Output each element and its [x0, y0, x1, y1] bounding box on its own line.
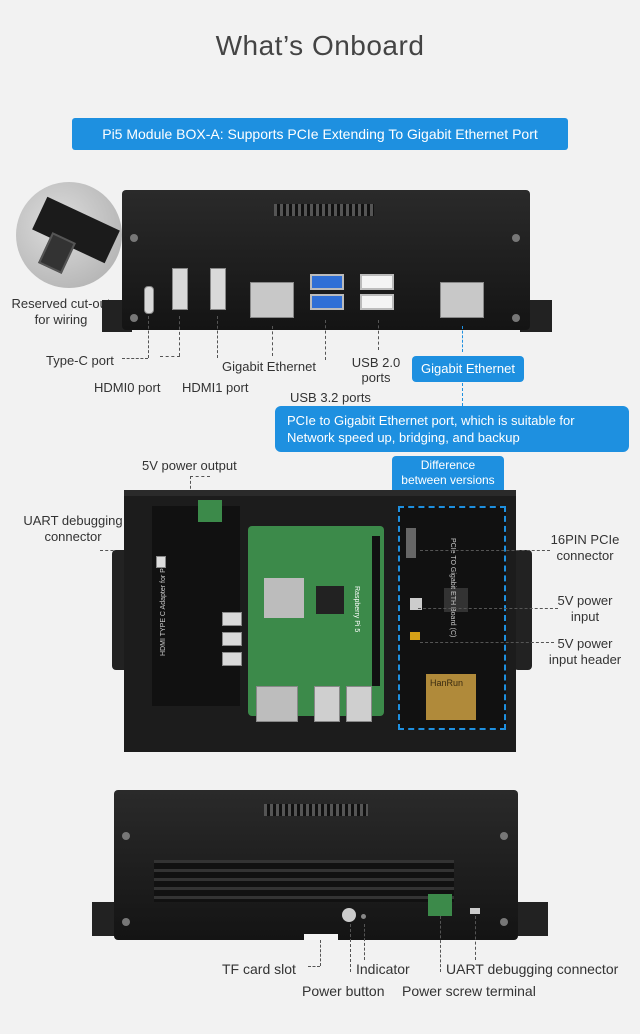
label-type-c: Type-C port: [46, 353, 114, 368]
leader-line: [325, 320, 326, 360]
leader-line: [378, 320, 379, 350]
usb32-port: [310, 294, 344, 310]
leader-line: [462, 326, 463, 352]
screw: [500, 832, 508, 840]
label-tf-card-slot: TF card slot: [222, 961, 296, 977]
leader-line: [272, 326, 273, 356]
label-reserved-cutout: Reserved cut-out for wiring: [11, 296, 111, 327]
leader-line: [320, 940, 321, 966]
gpio-header: [372, 536, 380, 686]
board-label-rpi: Raspberry Pi 5: [353, 586, 360, 633]
hanrun-jack: HanRun: [426, 674, 476, 720]
leader-line: [217, 316, 218, 358]
label-hdmi1: HDMI1 port: [182, 380, 249, 395]
leader-line: [420, 550, 550, 551]
uart-connector: [156, 556, 166, 568]
leader-line: [160, 356, 180, 357]
pcie-note: PCIe to Gigabit Ethernet port, which is …: [275, 406, 629, 452]
usb20-port: [360, 274, 394, 290]
label-5v-power-output: 5V power output: [142, 458, 237, 473]
label-uart-connector: UART debugging connector: [23, 513, 123, 544]
label-5v-power-input-header: 5V power input header: [548, 636, 622, 667]
screw: [122, 918, 130, 926]
screw: [130, 234, 138, 242]
board-label-left: HDMI TYPE C Adapter for Pi5: [160, 562, 167, 656]
usb-stack: [346, 686, 372, 722]
leader-line: [179, 316, 180, 356]
case-back: [114, 790, 518, 940]
screw: [512, 314, 520, 322]
type-c-port: [144, 286, 154, 314]
right-flange: [516, 902, 548, 936]
label-hdmi0: HDMI0 port: [94, 380, 161, 395]
ram-chip: [316, 586, 344, 614]
case-vent: [264, 804, 368, 816]
screw: [500, 918, 508, 926]
ethernet-port-2: [440, 282, 484, 318]
hdmi-connector: [222, 652, 242, 666]
label-indicator: Indicator: [356, 961, 410, 977]
hdmi-connector: [222, 632, 242, 646]
right-flange: [514, 550, 532, 670]
power-input-header: [410, 632, 420, 640]
difference-tag: Difference between versions: [392, 456, 504, 492]
power-terminal: [198, 500, 222, 522]
leader-line: [364, 924, 365, 960]
tf-card-slot: [304, 934, 338, 940]
soc-chip: [264, 578, 304, 618]
page-title: What’s Onboard: [215, 30, 425, 61]
screw: [122, 832, 130, 840]
pcie-ethernet-board: PCIe TO Gigabit ETH Board (C) HanRun: [398, 506, 506, 730]
leader-line: [350, 924, 351, 972]
front-panel-view: Reserved cut-out for wiring Type-C port …: [0, 170, 640, 452]
vent-slots: [154, 860, 454, 902]
case-front: [122, 190, 530, 330]
hdmi0-port: [172, 268, 188, 310]
cutout-detail-image: [16, 182, 122, 288]
leader-line: [440, 916, 441, 972]
raspberry-pi-5-board: Raspberry Pi 5: [248, 526, 384, 722]
label-power-screw-terminal: Power screw terminal: [402, 983, 536, 999]
label-5v-power-input: 5V power input: [557, 593, 613, 624]
label-gigabit-ethernet-1: Gigabit Ethernet: [222, 359, 316, 374]
power-screw-terminal: [428, 894, 452, 916]
leader-line: [475, 916, 476, 960]
power-input-connector: [410, 598, 422, 610]
label-uart-debugging: UART debugging connector: [446, 961, 619, 977]
usb-stack: [314, 686, 340, 722]
back-panel-view: TF card slot Indicator UART debugging co…: [0, 780, 640, 1020]
usb20-port: [360, 294, 394, 310]
leader-line: [462, 378, 463, 406]
case-interior: HDMI TYPE C Adapter for Pi5 Raspberry Pi…: [124, 490, 516, 752]
leader-line: [420, 642, 554, 643]
label-16pin-pcie: 16PIN PCIe connector: [550, 532, 620, 563]
label-usb20: USB 2.0 ports: [351, 355, 401, 385]
label-usb32: USB 3.2 ports: [290, 390, 371, 405]
usb32-port: [310, 274, 344, 290]
hdmi1-port: [210, 268, 226, 310]
product-banner: Pi5 Module BOX-A: Supports PCIe Extendin…: [72, 118, 568, 150]
case-vent: [274, 204, 374, 216]
label-gigabit-ethernet-2: Gigabit Ethernet: [412, 356, 524, 382]
hdmi-adapter-board: HDMI TYPE C Adapter for Pi5: [152, 506, 240, 706]
hanrun-label: HanRun: [430, 678, 464, 688]
screw: [512, 234, 520, 242]
board-label-right: PCIe TO Gigabit ETH Board (C): [449, 538, 456, 638]
hdmi-connector: [222, 612, 242, 626]
leader-line: [190, 476, 210, 477]
screw: [130, 314, 138, 322]
uart-port: [470, 908, 480, 914]
leader-line: [122, 358, 148, 359]
leader-line: [148, 316, 149, 358]
internal-view: 5V power output Difference between versi…: [0, 450, 640, 760]
ethernet-port-1: [250, 282, 294, 318]
pcie-16pin-connector: [406, 528, 416, 558]
power-button: [342, 908, 356, 922]
indicator-led: [361, 914, 366, 919]
leader-line: [308, 966, 320, 967]
leader-line: [418, 608, 558, 609]
ethernet-jack: [256, 686, 298, 722]
label-power-button: Power button: [302, 983, 385, 999]
